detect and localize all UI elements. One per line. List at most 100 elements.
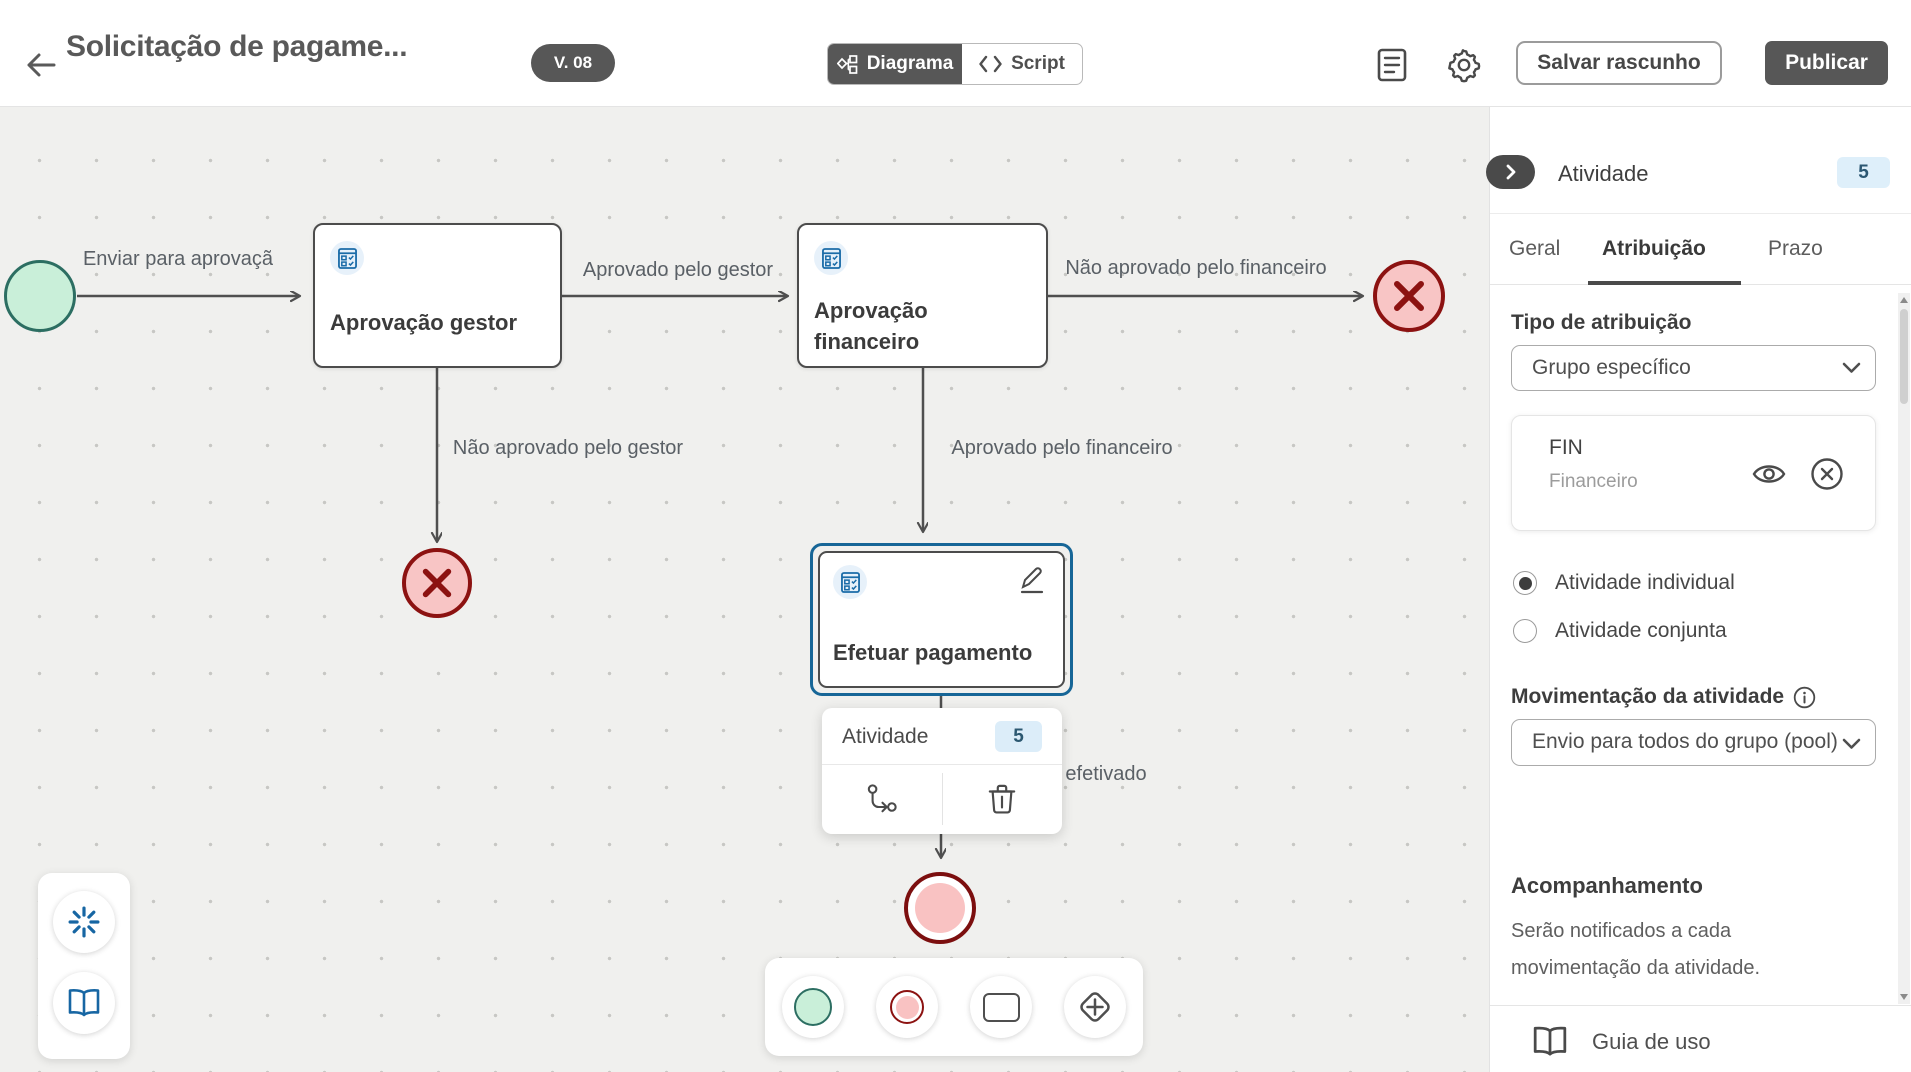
end-event-node-right[interactable] xyxy=(1373,260,1445,332)
version-badge: V. 08 xyxy=(531,44,615,82)
end-event-icon xyxy=(890,990,924,1024)
palette-task-button[interactable] xyxy=(970,976,1032,1038)
edge-label-approved-manager: Aprovado pelo gestor xyxy=(582,259,774,281)
radio-atividade-individual[interactable]: Atividade individual xyxy=(1513,571,1735,595)
auto-layout-button[interactable] xyxy=(53,891,115,953)
scrollbar-thumb xyxy=(1900,309,1908,404)
assignment-type-value: Grupo específico xyxy=(1532,356,1691,379)
popup-divider xyxy=(822,764,1062,765)
publish-button[interactable]: Publicar xyxy=(1765,41,1888,85)
assignment-type-label: Tipo de atribuição xyxy=(1511,311,1692,334)
canvas-tools-panel xyxy=(38,873,130,1059)
save-draft-button[interactable]: Salvar rascunho xyxy=(1516,41,1722,85)
edge-label-start: Enviar para aprovaçã xyxy=(82,248,274,270)
task-icon xyxy=(833,565,867,599)
edge-label-not-approved-manager: Não aprovado pelo gestor xyxy=(452,437,684,459)
x-icon xyxy=(1394,281,1424,311)
palette-start-event-button[interactable] xyxy=(782,976,844,1038)
edge-label-not-approved-finance: Não aprovado pelo financeiro xyxy=(1065,257,1327,279)
gear-icon xyxy=(1448,49,1481,83)
flow-edges xyxy=(77,107,1489,1072)
top-toolbar: Solicitação de pagame... V. 08 Diagrama … xyxy=(0,0,1911,107)
task-card: Efetuar pagamento xyxy=(818,551,1065,688)
radio-atividade-conjunta[interactable]: Atividade conjunta xyxy=(1513,619,1727,643)
edge-label-efetivado: efetivado xyxy=(1065,763,1147,785)
chevron-right-icon xyxy=(1506,164,1515,180)
palette-gateway-button[interactable] xyxy=(1064,976,1126,1038)
end-event-node-middle[interactable] xyxy=(402,548,472,618)
edit-node-button[interactable] xyxy=(1017,565,1049,597)
assignment-type-select[interactable]: Grupo específico xyxy=(1511,345,1876,391)
usage-guide-label: Guia de uso xyxy=(1592,1028,1711,1054)
popup-title: Atividade xyxy=(842,724,929,748)
chevron-down-icon xyxy=(1842,738,1861,749)
reroute-connection-button[interactable] xyxy=(822,765,942,833)
end-event-placeholder-node[interactable] xyxy=(904,872,976,944)
radio-label: Atividade individual xyxy=(1555,571,1735,594)
circle-x-icon xyxy=(1811,458,1843,490)
usage-guide-link[interactable]: Guia de uso xyxy=(1532,1025,1711,1058)
radio-button-checked xyxy=(1513,571,1537,595)
back-arrow-icon xyxy=(27,53,56,77)
divider xyxy=(1490,213,1911,214)
task-title: Efetuar pagamento xyxy=(833,640,1033,665)
open-book-icon xyxy=(1533,1026,1567,1056)
active-tab-underline xyxy=(1588,281,1741,285)
gateway-plus-icon xyxy=(1080,992,1110,1022)
group-name: Financeiro xyxy=(1549,471,1638,492)
palette-end-event-button[interactable] xyxy=(876,976,938,1038)
task-title: Aprovação gestor xyxy=(330,310,518,335)
task-shape-icon xyxy=(982,992,1020,1022)
spinner-icon xyxy=(68,906,100,938)
tracking-title: Acompanhamento xyxy=(1511,873,1703,898)
movement-value: Envio para todos do grupo (pool) xyxy=(1532,730,1838,753)
end-event-fill xyxy=(915,883,965,933)
properties-panel: Atividade 5 Geral Atribuição Prazo Tipo … xyxy=(1486,107,1911,1072)
task-node-efetuar-pagamento-selected[interactable]: Efetuar pagamento xyxy=(810,543,1073,696)
movement-label-row: Movimentação da atividade xyxy=(1511,685,1816,709)
info-icon[interactable] xyxy=(1793,686,1816,709)
shape-palette xyxy=(765,958,1143,1056)
delete-node-button[interactable] xyxy=(943,765,1063,833)
documentation-button[interactable] xyxy=(53,972,115,1034)
tab-geral[interactable]: Geral xyxy=(1509,237,1561,260)
task-node-aprovacao-financeiro[interactable]: Aprovação financeiro xyxy=(797,223,1048,368)
footer-divider xyxy=(1490,1005,1911,1006)
group-code: FIN xyxy=(1549,436,1583,459)
popup-actions-divider xyxy=(941,773,943,825)
tab-diagram[interactable]: Diagrama xyxy=(828,44,962,84)
view-group-button[interactable] xyxy=(1750,455,1788,493)
remove-group-button[interactable] xyxy=(1808,455,1846,493)
panel-scrollbar[interactable] xyxy=(1898,293,1910,1004)
open-book-icon xyxy=(68,989,100,1017)
movement-label: Movimentação da atividade xyxy=(1511,685,1785,708)
start-event-icon xyxy=(794,988,832,1026)
task-title: Aprovação financeiro xyxy=(814,298,928,354)
notes-button[interactable] xyxy=(1374,47,1410,83)
diagram-canvas[interactable]: Enviar para aprovaçã Aprovado pelo gesto… xyxy=(0,107,1489,1072)
connector-icon xyxy=(867,784,897,813)
radio-button-unchecked xyxy=(1513,619,1537,643)
task-icon xyxy=(330,241,364,275)
back-button[interactable] xyxy=(22,46,60,84)
code-icon xyxy=(979,55,1002,73)
task-node-aprovacao-gestor[interactable]: Aprovação gestor xyxy=(313,223,562,368)
panel-title: Atividade xyxy=(1558,161,1649,186)
trash-icon xyxy=(988,784,1016,814)
node-context-popup: Atividade 5 xyxy=(822,708,1062,834)
settings-button[interactable] xyxy=(1446,47,1482,83)
start-event-node[interactable] xyxy=(4,260,76,332)
page-title: Solicitação de pagame... xyxy=(66,30,408,63)
tab-script[interactable]: Script xyxy=(962,44,1082,84)
tab-diagram-label: Diagrama xyxy=(866,53,954,74)
tab-atribuicao[interactable]: Atribuição xyxy=(1602,237,1706,260)
chevron-down-icon xyxy=(1842,362,1861,373)
panel-tabs: Geral Atribuição Prazo xyxy=(1490,214,1911,285)
radio-label: Atividade conjunta xyxy=(1555,619,1727,642)
movement-select[interactable]: Envio para todos do grupo (pool) xyxy=(1511,719,1876,766)
tab-prazo[interactable]: Prazo xyxy=(1768,237,1823,260)
popup-count-badge: 5 xyxy=(995,721,1042,752)
document-icon xyxy=(1377,48,1407,82)
tracking-description: Serão notificados a cada movimentação da… xyxy=(1511,920,1761,979)
collapse-panel-button[interactable] xyxy=(1486,155,1535,189)
